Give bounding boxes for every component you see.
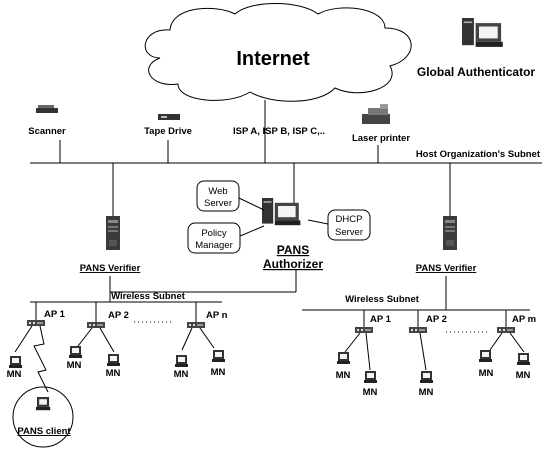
mn-right-2-icon	[364, 371, 377, 383]
mn-left-4-label: MN	[174, 369, 189, 380]
mn-left-2-icon	[69, 346, 82, 358]
ap-right-2-icon	[409, 327, 427, 333]
dhcp-server-box	[327, 209, 371, 241]
dhcp-server-link	[307, 219, 329, 225]
ap-left-1-label: AP 1	[44, 309, 66, 320]
ap-right-1-label: AP 1	[370, 314, 392, 325]
mn-right-2-label: MN	[363, 387, 378, 398]
dhcp-server-label-1: DHCP	[336, 214, 363, 225]
wireless-subnet-left-label: Wireless Subnet	[111, 291, 186, 302]
internet-label: Internet	[236, 48, 310, 70]
mn-left-5-label: MN	[211, 367, 226, 378]
pans-client-circle	[12, 386, 74, 448]
ap-right-1-icon	[355, 327, 373, 333]
mn-left-1-label: MN	[7, 369, 22, 380]
laser-printer-icon	[362, 104, 390, 124]
mn-right-1-icon	[337, 352, 350, 364]
mn-right-4-label: MN	[479, 368, 494, 379]
mn-right-5-icon	[517, 353, 530, 365]
scanner-label: Scanner	[28, 126, 66, 137]
mn-left-3-icon	[107, 354, 120, 366]
pans-client-label: PANS client	[17, 426, 71, 437]
verifier-right-label: PANS Verifier	[416, 263, 477, 274]
pans-client-computer-icon	[35, 397, 51, 411]
verifier-right-icon	[443, 216, 457, 250]
ap-left-n-icon	[187, 322, 205, 328]
mn-right-3-label: MN	[419, 387, 434, 398]
policy-manager-label-1: Policy	[201, 228, 227, 239]
ap-right-m-icon	[497, 327, 515, 333]
authorizer-label-line2: Authorizer	[263, 257, 323, 271]
link-rap1-mn-a	[344, 332, 361, 353]
scanner-icon	[36, 105, 58, 113]
ap-left-2-label: AP 2	[108, 310, 129, 321]
ap-left-n-label: AP n	[206, 310, 228, 321]
ap-right-2-label: AP 2	[426, 314, 447, 325]
link-rapm-mn-b	[509, 332, 525, 353]
wireless-zigzag-link	[33, 325, 49, 393]
host-subnet-label: Host Organization's Subnet	[416, 149, 541, 160]
mn-left-2-label: MN	[67, 360, 82, 371]
tape-drive-label: Tape Drive	[144, 126, 192, 137]
link-rap2-mn	[419, 332, 427, 371]
policy-manager-label-2: Manager	[195, 240, 233, 251]
authorizer-computer-icon	[262, 198, 301, 226]
ap-right-m-label: AP m	[512, 314, 536, 325]
ap-left-1-icon	[27, 320, 45, 326]
web-server-box	[196, 180, 240, 212]
link-rapm-mn-a	[489, 332, 503, 351]
verifier-left-icon	[106, 216, 120, 250]
web-server-label-2: Server	[204, 198, 232, 209]
policy-manager-link	[239, 225, 265, 237]
mn-right-4-icon	[479, 350, 492, 362]
web-server-link	[238, 197, 265, 211]
internet-cloud	[144, 3, 412, 102]
link-ap2-mn-b	[99, 327, 115, 353]
web-server-label-1: Web	[208, 186, 227, 197]
ap-left-2-icon	[87, 322, 105, 328]
isp-label: ISP A, ISP B, ISP C,..	[233, 126, 325, 137]
mn-left-3-label: MN	[106, 368, 121, 379]
mn-left-1-icon	[9, 356, 22, 368]
global-authenticator-computer-icon	[462, 18, 503, 47]
link-apn-mn-b	[199, 327, 215, 349]
link-rap1-mn-b	[365, 332, 371, 371]
verifier-left-label: PANS Verifier	[80, 263, 141, 274]
tape-drive-icon	[158, 114, 180, 120]
authorizer-label-line1: PANS	[277, 243, 309, 257]
mn-left-5-icon	[212, 350, 225, 362]
link-ap2-mn-a	[77, 327, 93, 347]
mn-left-4-icon	[175, 355, 188, 367]
global-authenticator-label: Global Authenticator	[417, 65, 536, 79]
wireless-subnet-right-label: Wireless Subnet	[345, 294, 420, 305]
dhcp-server-label-2: Server	[335, 227, 363, 238]
mn-right-3-icon	[420, 371, 433, 383]
laser-printer-label: Laser printer	[352, 133, 410, 144]
policy-manager-box	[187, 222, 241, 254]
mn-right-5-label: MN	[516, 370, 531, 381]
link-ap1-mn	[14, 325, 33, 353]
mn-right-1-label: MN	[336, 370, 351, 381]
link-apn-mn-a	[181, 327, 193, 351]
